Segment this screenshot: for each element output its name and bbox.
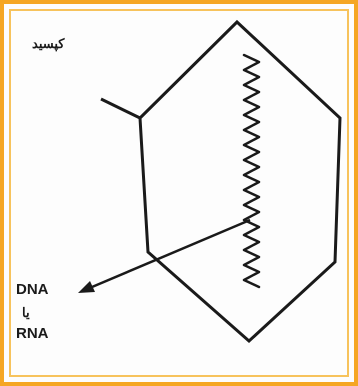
capsid-label: کپسید bbox=[32, 37, 64, 50]
outer-border bbox=[2, 2, 356, 384]
tail-fiber-line bbox=[101, 99, 140, 118]
or-label: یا bbox=[22, 306, 30, 319]
capsid-hexagon bbox=[140, 22, 340, 341]
pointer-arrowhead bbox=[78, 281, 95, 293]
pointer-arrow-line bbox=[92, 220, 250, 287]
inner-border bbox=[10, 10, 348, 376]
nucleic-acid-strand bbox=[244, 55, 259, 287]
rna-label: RNA bbox=[16, 326, 49, 341]
dna-label: DNA bbox=[16, 282, 49, 297]
